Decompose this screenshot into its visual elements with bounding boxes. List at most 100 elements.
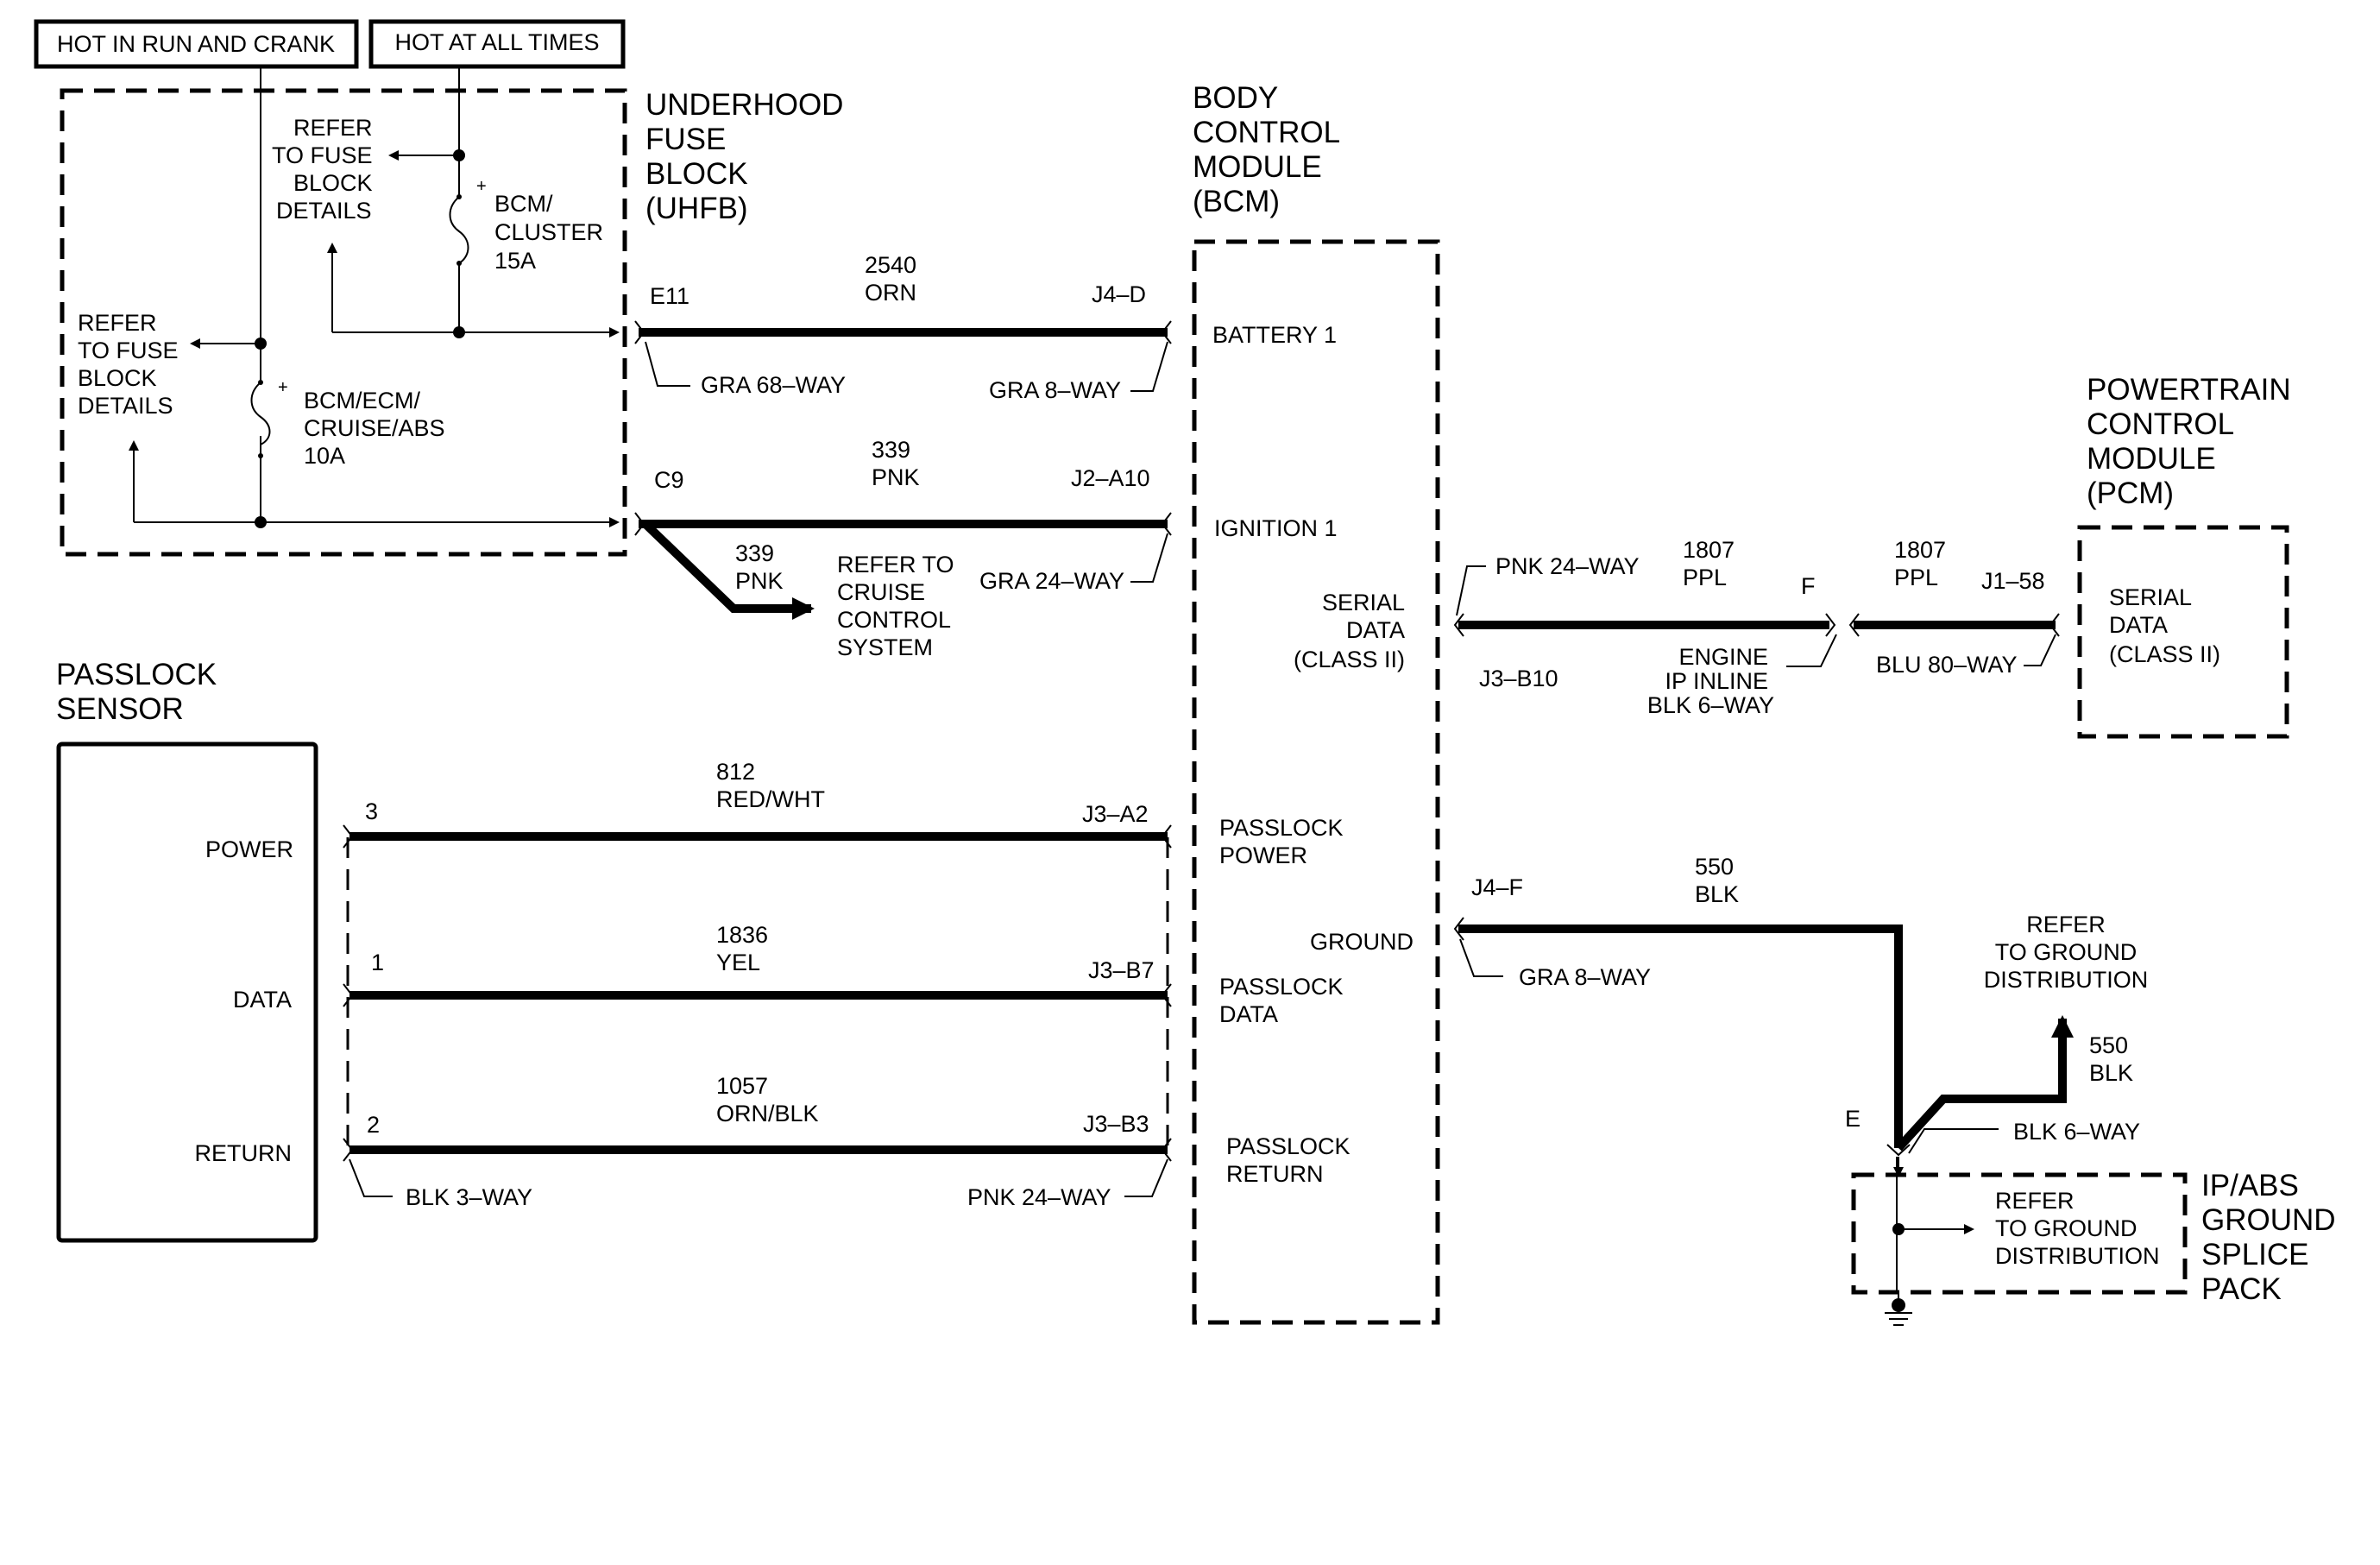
fuse-bcm-cluster: + [449,177,487,272]
bcm-ignition-label: IGNITION 1 [1214,515,1338,541]
uhfb-title-line: BLOCK [645,157,748,191]
circuit-number: 1057 [716,1073,768,1099]
pin-label: F [1801,573,1816,599]
bcm-passlock-line: PASSLOCK [1219,815,1344,841]
wire-color: YEL [716,950,760,975]
refer-line: REFER TO [837,552,954,577]
bcm-title-line: CONTROL [1193,116,1340,149]
circuit-number: 550 [2089,1032,2128,1058]
bcm-passlock-power-label: PASSLOCK POWER [1219,815,1344,868]
hot-in-run-crank-label: HOT IN RUN AND CRANK [57,31,335,57]
wire-color: PPL [1894,565,1938,590]
splice-refer: REFER TO GROUND DISTRIBUTION [1995,1188,2160,1269]
splice-title-line: SPLICE [2201,1238,2309,1272]
refer-line: DETAILS [78,393,173,419]
bcm-serial-label: SERIAL DATA (CLASS II) [1294,590,1405,672]
bcm-passlock-data-label: PASSLOCK DATA [1219,974,1344,1027]
passlock-sensor-box [56,741,318,1243]
hot-at-all-times-label: HOT AT ALL TIMES [394,29,599,55]
pin-label: C9 [654,467,684,493]
pcm-serial-line: SERIAL [2109,584,2192,610]
bcm-serial-line: (CLASS II) [1294,647,1405,672]
pin-label: 2 [367,1112,380,1138]
uhfb-junction-dots [255,149,465,528]
splice-pack-dashed-box [1851,1172,2188,1295]
refer-line: TO GROUND [1995,1215,2138,1241]
refer-line: DETAILS [276,198,372,224]
wire-color: BLK [1695,881,1739,907]
pin-label: 3 [365,798,378,824]
splice-pack-title: IP/ABS GROUND SPLICE PACK [2201,1169,2336,1306]
wire-serial-1807: PNK 24–WAY 1807 PPL J3–B10 F ENGINE IP I… [1453,537,2060,718]
connector-line: ENGINE [1678,644,1768,670]
bcm-title-line: MODULE [1193,150,1322,184]
connector-label: PNK 24–WAY [1495,553,1640,579]
refer-line: DISTRIBUTION [1995,1243,2160,1269]
connector-label: GRA 8–WAY [989,377,1121,403]
wire-data-1836: 1 1836 YEL J3–B7 [343,922,1172,1007]
refer-line: SYSTEM [837,634,933,660]
refer-line: CRUISE [837,579,925,605]
wire-color: PNK [872,464,920,490]
uhfb-internal-wiring [129,66,620,527]
fuse-label-line: 10A [304,443,345,469]
connector-label: GRA 8–WAY [1519,964,1651,990]
wire-battery-2540: E11 2540 ORN J4–D GRA 68–WAY GRA 8–WAY [634,252,1172,403]
uhfb-refer-top: REFER TO FUSE BLOCK DETAILS [272,115,373,224]
fuse-plus: + [278,378,288,397]
refer-line: BLOCK [293,170,373,196]
pin-label: J2–A10 [1071,465,1150,491]
bcm-passlock-line: DATA [1219,1001,1278,1027]
pin-label: J1–58 [1981,568,2045,594]
wire-color: ORN [865,280,916,306]
passlock-power-label: POWER [205,836,293,862]
wire-ground-550: J4–F 550 BLK GRA 8–WAY 550 BLK E BLK 6–W… [1453,854,2140,1157]
connector-label: BLK 3–WAY [406,1184,532,1210]
hot-at-all-times-box: HOT AT ALL TIMES [368,19,626,69]
wire-color: PPL [1683,565,1727,590]
fuse-label-line: 15A [494,248,536,274]
pcm-title-line: (PCM) [2087,476,2174,510]
wire-color: ORN/BLK [716,1101,819,1126]
wire-ignition-339: C9 339 PNK J2–A10 339 PNK REFER TO CRUIS… [634,437,1172,660]
circuit-number: 2540 [865,252,916,278]
connector-label: GRA 24–WAY [979,568,1124,594]
passlock-title-line: PASSLOCK [56,658,217,691]
pin-label: J3–B7 [1088,957,1155,983]
uhfb-title: UNDERHOOD FUSE BLOCK (UHFB) [645,88,843,225]
uhfb-dashed-box [60,88,627,557]
fuse-cluster-label: BCM/ CLUSTER 15A [494,191,603,274]
pcm-serial-line: DATA [2109,612,2168,638]
circuit-number: 1807 [1683,537,1735,563]
pcm-dashed-box [2077,525,2289,739]
bcm-serial-line: SERIAL [1322,590,1405,615]
circuit-number: 1836 [716,922,768,948]
refer-line: TO GROUND [1995,939,2138,965]
refer-line: CONTROL [837,607,951,633]
bcm-dashed-box [1192,239,1440,1325]
uhfb-title-line: UNDERHOOD [645,88,843,122]
pcm-serial-line: (CLASS II) [2109,641,2220,667]
circuit-number: 339 [872,437,910,463]
bcm-passlock-line: PASSLOCK [1226,1133,1351,1159]
fuse-label-line: CLUSTER [494,219,603,245]
bcm-serial-line: DATA [1346,617,1405,643]
connector-line: BLK 6–WAY [1647,692,1774,718]
circuit-number: 812 [716,759,755,785]
bcm-title-line: (BCM) [1193,185,1280,218]
fuse-label-line: BCM/ECM/ [304,388,420,413]
fuse-label-line: CRUISE/ABS [304,415,445,441]
ground-refer-top: REFER TO GROUND DISTRIBUTION [1984,912,2149,993]
bcm-passlock-line: POWER [1219,842,1307,868]
pcm-title-line: POWERTRAIN [2087,373,2291,407]
wire-color: BLK [2089,1060,2133,1086]
bcm-title-line: BODY [1193,81,1278,115]
connector-label: BLU 80–WAY [1876,652,2018,678]
refer-line: TO FUSE [272,142,373,168]
splice-title-line: IP/ABS [2201,1169,2299,1202]
splice-title-line: PACK [2201,1272,2282,1306]
bcm-ground-label: GROUND [1310,929,1414,955]
connector-label: GRA 68–WAY [701,372,846,398]
refer-line: TO FUSE [78,338,179,363]
pin-label: J3–B10 [1479,666,1558,691]
